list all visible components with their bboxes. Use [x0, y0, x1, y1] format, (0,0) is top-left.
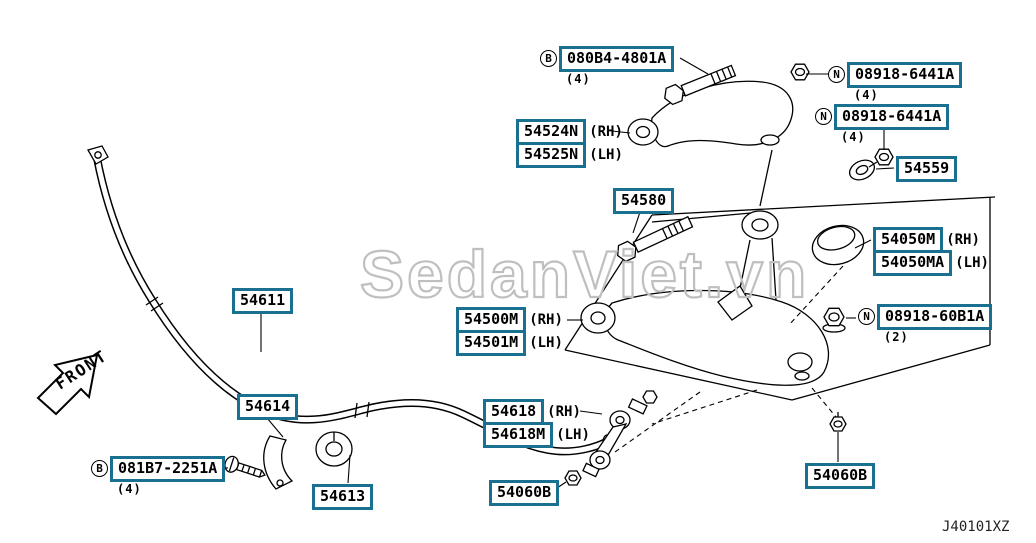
part-number-54580[interactable]: 54580 [613, 188, 675, 214]
part-number-54060B-upper[interactable]: 54060B [805, 463, 876, 489]
side-lh-label: (LH) [529, 334, 563, 351]
part-number-upper-bolt[interactable]: 080B4-4801A [559, 46, 675, 72]
dashed-assembly-lines [614, 265, 844, 453]
bound-bumper-art [811, 224, 865, 266]
side-rh-label: (RH) [529, 311, 563, 328]
part-number-upper-nut-inner[interactable]: 08918-6441A [834, 104, 950, 130]
label-bushing: 54613 [312, 484, 374, 510]
part-number-lower-link-rh[interactable]: 54500M [456, 307, 527, 333]
part-number-lower-nut[interactable]: 08918-60B1A [877, 304, 993, 330]
upper-control-arm-art [627, 80, 794, 207]
part-number-clamp-screw[interactable]: 081B7-2251A [110, 456, 226, 482]
clamp-screw-art [224, 455, 266, 478]
frame-panel-art [564, 196, 996, 401]
label-lower-nut: N 08918-60B1A (2) [858, 304, 993, 344]
side-lh-label: (LH) [589, 146, 623, 163]
label-clamp: 54614 [237, 394, 299, 420]
lower-control-arm-art [580, 210, 830, 386]
label-adjust-washer: 54559 [896, 156, 958, 182]
label-rod-nut-upper: 54060B [805, 463, 876, 489]
upper-nut-outer-art [790, 63, 810, 81]
side-lh-label: (LH) [955, 254, 989, 271]
label-upper-link: 54524N (RH) 54525N (LH) [516, 119, 623, 168]
label-upper-bolt: B 080B4-4801A (4) [540, 46, 675, 86]
side-lh-label: (LH) [556, 426, 590, 443]
lower-nut-art [822, 307, 846, 333]
adjust-washer-art [848, 159, 876, 181]
part-number-54611[interactable]: 54611 [232, 288, 294, 314]
part-number-upper-nut-outer[interactable]: 08918-6441A [847, 62, 963, 88]
leader-lines [221, 57, 895, 493]
label-bound-bumper: 54050M (RH) 54050MA (LH) [873, 227, 989, 276]
front-arrow-icon [36, 353, 99, 416]
side-rh-label: (RH) [589, 123, 623, 140]
quantity-upper-nut-outer: (4) [854, 87, 879, 102]
quantity-upper-bolt: (4) [566, 71, 591, 86]
circled-n-icon: N [828, 66, 845, 84]
label-upper-nut-inner: N 08918-6441A (4) [815, 104, 950, 144]
quantity-upper-nut-inner: (4) [841, 129, 866, 144]
connecting-rod-art [582, 390, 658, 478]
label-lower-bolt: 54580 [613, 188, 675, 214]
diagram-code: J40101XZ [942, 519, 1010, 535]
part-number-54613[interactable]: 54613 [312, 484, 374, 510]
bushing-art [315, 431, 353, 467]
part-number-lower-link-lh[interactable]: 54501M [456, 329, 527, 356]
side-rh-label: (RH) [547, 403, 581, 420]
part-number-upper-link-lh[interactable]: 54525N [516, 141, 587, 168]
quantity-clamp-screw: (4) [117, 481, 142, 496]
quantity-lower-nut: (2) [884, 329, 909, 344]
label-connecting-rod: 54618 (RH) 54618M (LH) [483, 399, 590, 448]
rod-nut-lower-art [564, 470, 582, 486]
circled-n-icon: N [815, 108, 832, 126]
circled-n-icon: N [858, 308, 875, 326]
stabilizer-bar-art [87, 145, 612, 456]
circled-b-icon: B [91, 460, 108, 478]
part-number-rod-lh[interactable]: 54618M [483, 421, 554, 448]
part-number-54060B-lower[interactable]: 54060B [489, 480, 560, 506]
label-upper-nut-outer: N 08918-6441A (4) [828, 62, 963, 102]
part-number-bumper-lh[interactable]: 54050MA [873, 249, 953, 276]
side-rh-label: (RH) [946, 231, 980, 248]
part-number-54559[interactable]: 54559 [896, 156, 958, 182]
part-number-bumper-rh[interactable]: 54050M [873, 227, 944, 253]
label-lower-link: 54500M (RH) 54501M (LH) [456, 307, 563, 356]
label-stabilizer-bar: 54611 [232, 288, 294, 314]
rod-nut-upper-art [829, 412, 847, 432]
clamp-art [263, 435, 294, 490]
circled-b-icon: B [540, 50, 557, 68]
lower-bolt-art [616, 215, 694, 263]
part-number-54614[interactable]: 54614 [237, 394, 299, 420]
label-clamp-screw: B 081B7-2251A (4) [91, 456, 226, 496]
label-rod-nut-lower: 54060B [489, 480, 560, 506]
upper-nut-inner-art [874, 148, 894, 166]
front-direction-indicator: FRONT [36, 346, 111, 416]
washer-link-line [868, 161, 878, 168]
upper-bolt-art [664, 64, 737, 106]
